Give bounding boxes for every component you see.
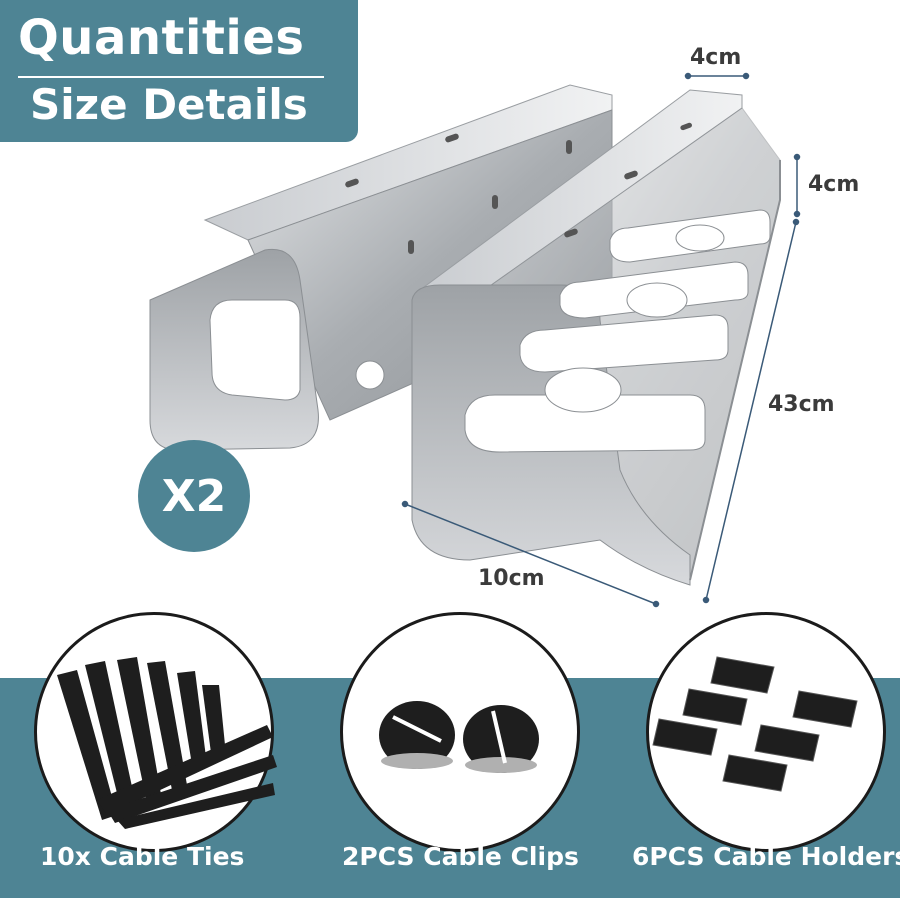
cable-ties-icon: [57, 657, 277, 829]
cable-tray-left: [149, 84, 613, 451]
cable-clips-label: 2PCS Cable Clips: [342, 842, 579, 871]
cable-holders-circle: [646, 612, 886, 852]
title-quantities: Quantities: [18, 10, 305, 66]
cable-holders-icon: [652, 656, 858, 792]
cable-clips-circle: [340, 612, 580, 852]
dimension-lines: [401, 72, 801, 608]
cable-holders-label: 6PCS Cable Holders: [632, 842, 909, 871]
quantity-badge: X2: [138, 440, 250, 552]
cable-ties-label: 10x Cable Ties: [40, 842, 245, 871]
title-box: Quantities Size Details: [0, 0, 358, 142]
cable-tray-right: [411, 89, 781, 586]
title-size-details: Size Details: [30, 80, 308, 129]
dimension-top-width: 4cm: [690, 45, 742, 70]
cable-clips-icon: [379, 701, 539, 773]
dimension-height: 4cm: [808, 172, 860, 197]
dimension-length: 43cm: [768, 392, 835, 417]
title-divider: [18, 76, 324, 78]
cable-ties-circle: [34, 612, 277, 852]
dimension-depth: 10cm: [478, 566, 545, 591]
cable-tray-illustration: [149, 72, 801, 608]
